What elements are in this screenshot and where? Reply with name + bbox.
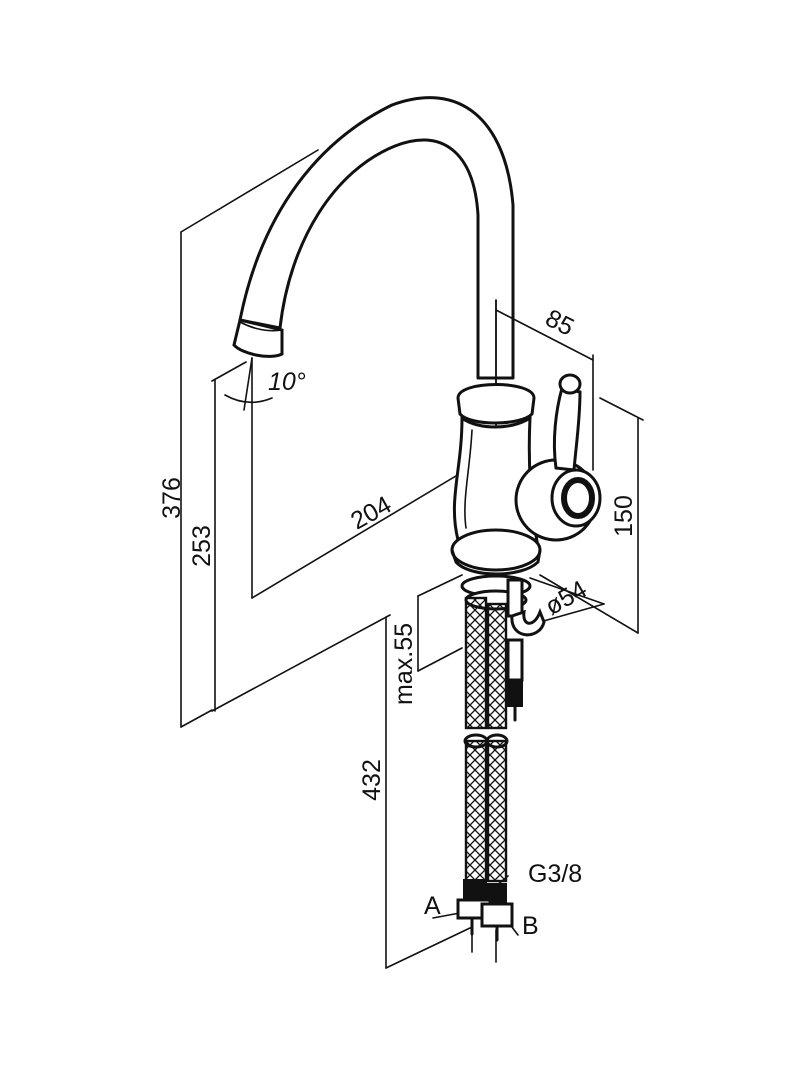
mounting-hardware — [460, 574, 546, 722]
dim-spout-clearance: 253 — [188, 525, 216, 567]
base — [450, 528, 542, 572]
handle-lever[interactable] — [552, 386, 582, 472]
label-inlet-a: A — [424, 892, 441, 920]
dimension-lines — [180, 149, 644, 969]
supply-hoses — [456, 596, 514, 942]
dim-spout-reach: 204 — [346, 491, 396, 536]
spout — [238, 96, 515, 380]
dim-body-height: 150 — [610, 495, 638, 537]
dim-hose-length: 432 — [358, 759, 386, 801]
dim-thread: G3/8 — [528, 860, 582, 888]
label-inlet-b: B — [522, 912, 539, 940]
spout-collar — [456, 383, 536, 425]
dim-max-thickness: max.55 — [390, 623, 418, 705]
dim-overall-height: 376 — [158, 477, 186, 519]
dim-base-diameter: ø54 — [540, 575, 591, 621]
dim-spout-angle: 10° — [268, 368, 306, 396]
faucet-body — [232, 96, 602, 576]
aerator — [232, 318, 284, 358]
